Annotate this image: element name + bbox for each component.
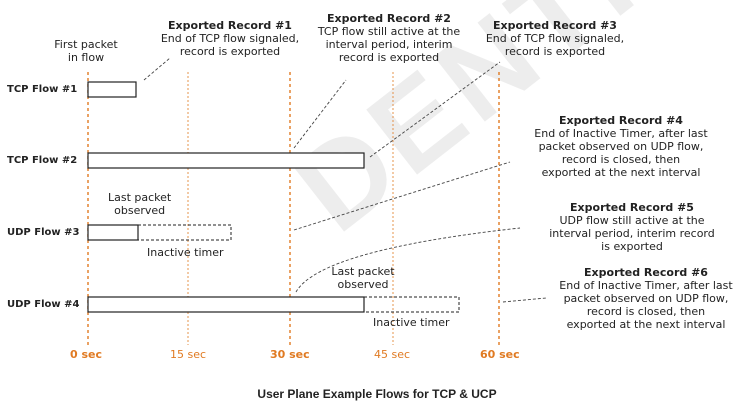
record-text: record is exported xyxy=(179,45,281,58)
pointer-record-3 xyxy=(369,61,501,158)
tcp-flow-2-bar xyxy=(87,152,365,169)
record-title: Exported Record #4 xyxy=(559,114,683,127)
exported-record-3: Exported Record #3 End of TCP flow signa… xyxy=(470,19,640,58)
record-text: exported at the next interval xyxy=(541,166,701,179)
flow-label-udp-4: UDP Flow #4 xyxy=(7,299,80,310)
record-title: Exported Record #2 xyxy=(327,12,451,25)
record-text: End of Inactive Timer, after last xyxy=(559,279,733,292)
tick-label: 15 sec xyxy=(170,348,207,361)
udp-flow-4-inactive-timer-bar xyxy=(363,296,460,313)
tick-label: 45 sec xyxy=(374,348,411,361)
record-text: End of Inactive Timer, after last xyxy=(534,127,708,140)
udp3-inactive-timer-label: Inactive timer xyxy=(147,246,224,259)
record-text: record is closed, then xyxy=(586,305,706,318)
record-text: End of TCP flow signaled, xyxy=(160,32,300,45)
record-title: Exported Record #3 xyxy=(493,19,617,32)
tick-label: 60 sec xyxy=(480,348,520,361)
record-text: TCP flow still active at the xyxy=(317,25,461,38)
record-text: is exported xyxy=(601,240,663,253)
first-packet-note: First packet in flow xyxy=(50,38,122,64)
record-text: exported at the next interval xyxy=(566,318,726,331)
udp-flow-3-inactive-timer-bar xyxy=(137,224,232,241)
record-text: interval period, interim record xyxy=(549,227,715,240)
tcp-flow-1-bar xyxy=(87,81,137,98)
pointer-record-4 xyxy=(293,161,511,231)
record-title: Exported Record #1 xyxy=(168,19,292,32)
udp3-last-packet-line-1: Last packet xyxy=(108,191,172,204)
record-text: UDP flow still active at the xyxy=(559,214,705,227)
record-text: packet observed on UDP flow, xyxy=(538,140,704,153)
record-text: record is closed, then xyxy=(561,153,681,166)
flow-label-tcp-2: TCP Flow #2 xyxy=(7,155,78,166)
exported-record-1: Exported Record #1 End of TCP flow signa… xyxy=(145,19,315,58)
udp-flow-4-active-bar xyxy=(87,296,365,313)
first-packet-line-1: First packet xyxy=(54,38,118,51)
record-text: record is exported xyxy=(338,51,440,64)
first-packet-line-2: in flow xyxy=(67,51,105,64)
udp3-last-packet-note: Last packet observed xyxy=(108,191,171,217)
record-title: Exported Record #6 xyxy=(584,266,708,279)
record-title: Exported Record #5 xyxy=(570,201,694,214)
record-text: packet observed on UDP flow, xyxy=(563,292,729,305)
udp4-last-packet-line-2: observed xyxy=(337,278,389,291)
udp4-last-packet-note: Last packet observed xyxy=(328,265,398,291)
udp4-inactive-timer-label: Inactive timer xyxy=(373,316,450,329)
record-text: record is exported xyxy=(504,45,606,58)
tick-label: 30 sec xyxy=(270,348,310,361)
udp-flow-3-active-bar xyxy=(87,224,139,241)
udp3-last-packet-line-2: observed xyxy=(114,204,166,217)
pointer-record-1 xyxy=(143,57,171,81)
pointer-record-2 xyxy=(293,79,347,149)
flow-label-udp-3: UDP Flow #3 xyxy=(7,227,80,238)
record-text: interval period, interim xyxy=(325,38,453,51)
exported-record-6: Exported Record #6 End of Inactive Timer… xyxy=(540,266,752,331)
exported-record-5: Exported Record #5 UDP flow still active… xyxy=(532,201,732,253)
record-text: End of TCP flow signaled, xyxy=(485,32,625,45)
flow-label-tcp-1: TCP Flow #1 xyxy=(7,84,78,95)
exported-record-2: Exported Record #2 TCP flow still active… xyxy=(304,12,474,64)
exported-record-4: Exported Record #4 End of Inactive Timer… xyxy=(515,114,727,179)
figure-caption: User Plane Example Flows for TCP & UCP xyxy=(257,387,497,401)
pointer-record-6 xyxy=(502,297,547,303)
tick-label: 0 sec xyxy=(70,348,103,361)
udp4-last-packet-line-1: Last packet xyxy=(331,265,395,278)
